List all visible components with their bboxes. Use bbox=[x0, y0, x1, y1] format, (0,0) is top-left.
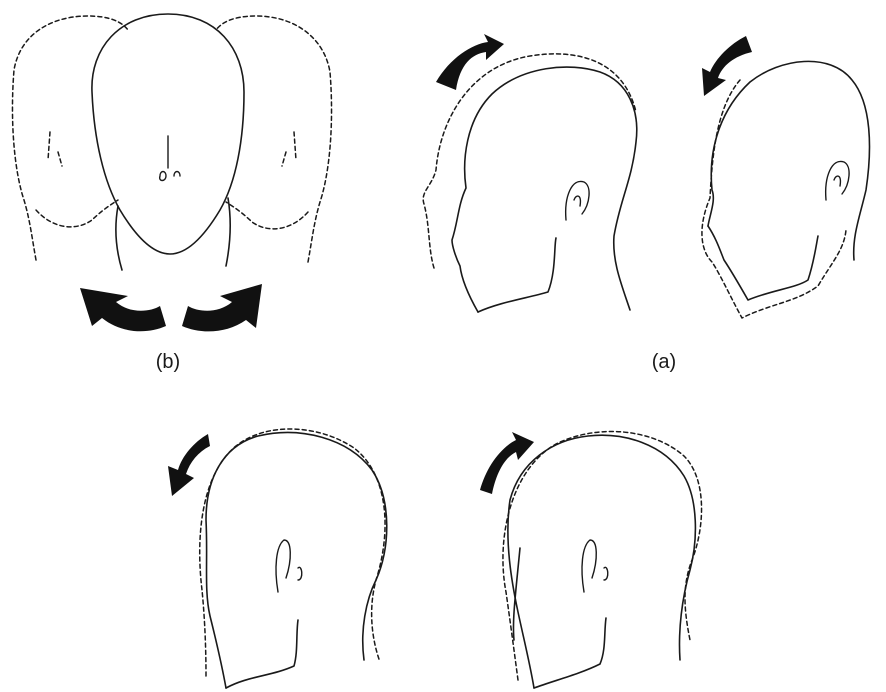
ghost-jaw-tilt-right bbox=[226, 202, 308, 229]
ghost-head-tilt-left bbox=[12, 16, 128, 260]
ghost-head-forward-tilt bbox=[200, 429, 385, 676]
panel-b-front-view: (b) bbox=[12, 14, 331, 373]
rotation-arrow-right bbox=[182, 284, 262, 331]
ghost-head-flexion bbox=[702, 80, 846, 318]
nostrils bbox=[160, 172, 180, 181]
head-front-outline bbox=[92, 14, 244, 254]
jaw-back-tilt bbox=[534, 618, 606, 688]
neck-left bbox=[116, 206, 122, 270]
head-outline-back-tilt bbox=[508, 435, 696, 688]
ghost-head-back-tilt bbox=[503, 432, 702, 681]
ghost-head-tilt-right bbox=[216, 16, 332, 262]
rotation-arrow-forward-tilt bbox=[168, 434, 210, 496]
rotation-arrow-extension bbox=[436, 34, 504, 90]
rotation-arrow-back-tilt bbox=[480, 432, 534, 494]
ear-back-tilt bbox=[582, 540, 608, 592]
caption-b: (b) bbox=[156, 351, 180, 373]
neck-right bbox=[226, 198, 230, 266]
ear-extension bbox=[566, 181, 589, 220]
ghost-ear-right-2 bbox=[282, 152, 286, 166]
jaw-forward-tilt bbox=[226, 620, 298, 688]
ghost-jaw-tilt-left bbox=[36, 200, 118, 227]
ear-flexion bbox=[826, 161, 849, 200]
head-outline-extension bbox=[452, 67, 637, 312]
ear-forward-tilt bbox=[276, 540, 302, 592]
caption-a: (a) bbox=[652, 351, 676, 373]
rotation-arrow-left bbox=[80, 288, 166, 331]
jaw-extension bbox=[478, 238, 556, 312]
panel-a-side-view: (a) bbox=[423, 34, 869, 373]
ghost-ear-left-2 bbox=[58, 152, 62, 166]
bottom-row-side-views bbox=[168, 429, 702, 688]
head-outline-flexion bbox=[708, 61, 869, 260]
ghost-ear-left-1 bbox=[48, 132, 50, 160]
ghost-ear-right-1 bbox=[294, 132, 296, 160]
jaw-flexion bbox=[708, 226, 818, 300]
